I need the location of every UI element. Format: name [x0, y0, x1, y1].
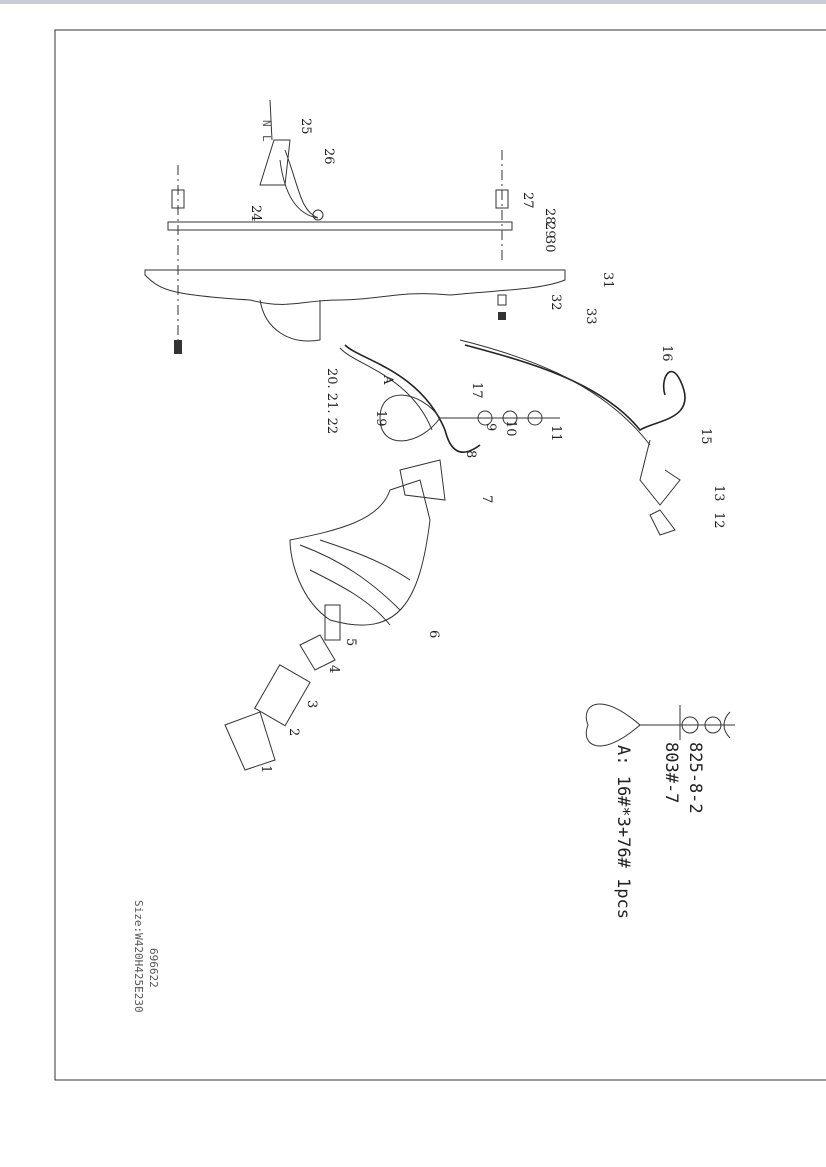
socket-assembly — [224, 604, 341, 771]
part-label: 15 — [698, 428, 713, 445]
model-number: 696622 — [147, 948, 160, 988]
part-label: 19 — [373, 410, 388, 427]
detail-a-part-803-7: 803#-7 — [661, 742, 681, 803]
part-label: 28 — [542, 208, 557, 225]
mounting-hardware — [171, 150, 509, 354]
part-label: 27 — [520, 192, 535, 209]
wiring-terminal — [259, 99, 324, 221]
part-label: 3 — [304, 700, 319, 708]
detail-a-part-825-8-2: 825-8-2 — [685, 742, 705, 814]
wire-label-neutral: N — [260, 120, 273, 127]
detail-a-spec: A: 16#*3+76# 1pcs — [613, 745, 633, 919]
scan-top-border — [0, 0, 826, 4]
part-label: 29 — [542, 222, 557, 239]
size-spec: Size:W420H425E230 — [132, 900, 145, 1013]
part-label: 25 — [298, 118, 313, 135]
crystal-drop — [379, 394, 441, 442]
detail-a-drawing — [585, 703, 735, 747]
part-label: 12 — [711, 512, 726, 529]
part-label: 5 — [343, 638, 358, 646]
part-label: 30 — [542, 236, 557, 253]
wire-label-live: L — [260, 135, 273, 142]
part-label: 8 — [463, 450, 478, 458]
candle-cup — [649, 509, 676, 536]
glass-shade — [289, 479, 431, 626]
part-label: 6 — [426, 630, 441, 638]
part-label: A — [380, 374, 395, 385]
part-label: 17 — [469, 382, 484, 399]
part-label: 2 — [286, 728, 301, 736]
part-label: 9 — [483, 423, 498, 431]
part-label: 11 — [548, 425, 563, 442]
mounting-plate — [167, 221, 513, 231]
canopy-neck — [259, 299, 321, 342]
part-label: 24 — [248, 205, 263, 222]
part-label: 26 — [321, 148, 336, 165]
drawing-frame — [54, 29, 826, 1081]
canopy — [144, 269, 566, 305]
part-label: 10 — [503, 420, 518, 437]
bobeche — [639, 439, 681, 506]
lower-arm — [464, 344, 686, 432]
part-label: 32 — [548, 294, 563, 311]
part-label: 7 — [479, 495, 494, 503]
part-label: 4 — [326, 665, 341, 673]
part-label: 33 — [583, 308, 598, 325]
part-label: 13 — [711, 485, 726, 502]
part-label: 1 — [258, 765, 273, 773]
part-label: 20. 21. 22 — [324, 368, 339, 434]
part-label: 31 — [600, 272, 615, 289]
part-label: 16 — [659, 345, 674, 362]
shade-holder — [399, 459, 446, 501]
